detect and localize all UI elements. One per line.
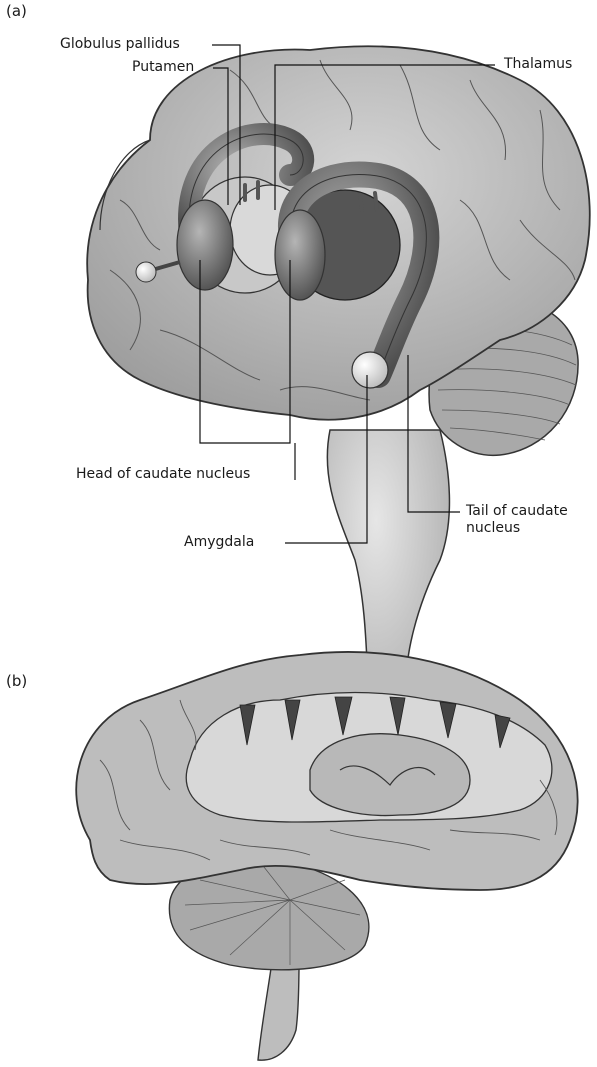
brain-sagittal-cutaway xyxy=(0,0,597,1067)
